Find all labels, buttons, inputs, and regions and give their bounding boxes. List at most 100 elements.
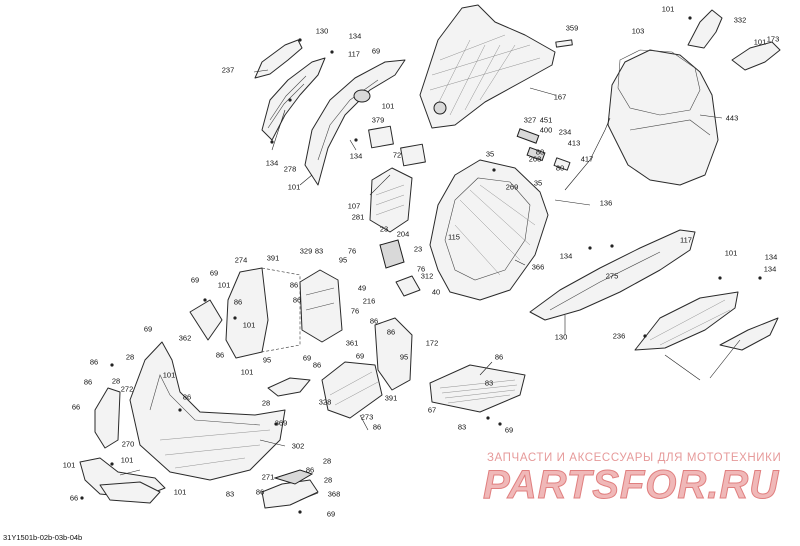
callout-label: 312 xyxy=(420,271,434,281)
callout-label: 86 xyxy=(255,487,265,497)
callout-label: 167 xyxy=(553,92,567,102)
callout-label: 23 xyxy=(413,244,423,254)
callout-label: 101 xyxy=(753,37,767,47)
left-upper-panel-237 xyxy=(254,39,326,141)
rear-top-case-443 xyxy=(607,49,719,186)
callout-label: 269 xyxy=(505,182,519,192)
upper-right-bracket-332 xyxy=(687,9,781,71)
callout-label: 86 xyxy=(372,422,382,432)
callout-label: 134 xyxy=(265,158,279,168)
callout-label: 134 xyxy=(559,251,573,261)
callout-label: 400 xyxy=(539,125,553,135)
callout-label: 134 xyxy=(349,151,363,161)
callout-label: 368 xyxy=(327,489,341,499)
diagram-reference: 31Y1501b-02b-03b-04b xyxy=(3,533,83,542)
mid-lower-panels xyxy=(267,317,413,419)
callout-label: 101 xyxy=(287,182,301,192)
callout-label: 95 xyxy=(399,352,409,362)
callout-label: 80 xyxy=(555,163,565,173)
bottom-trim-302 xyxy=(79,457,166,504)
callout-label: 379 xyxy=(371,115,385,125)
callout-label: 49 xyxy=(357,283,367,293)
callout-label: 28 xyxy=(111,376,121,386)
callout-label: 328 xyxy=(318,397,332,407)
callout-label: 95 xyxy=(262,355,272,365)
callout-label: 281 xyxy=(351,212,365,222)
callout-label: 117 xyxy=(348,49,360,59)
callout-label: 40 xyxy=(431,287,441,297)
callout-label: 69 xyxy=(326,509,336,519)
callout-label: 172 xyxy=(425,338,439,348)
callout-label: 86 xyxy=(233,297,243,307)
callout-label: 69 xyxy=(302,353,312,363)
callout-label: 86 xyxy=(305,465,315,475)
callout-label: 86 xyxy=(312,360,322,370)
callout-label: 69 xyxy=(371,46,381,56)
callout-label: 302 xyxy=(291,441,305,451)
watermark-tagline: ЗАПЧАСТИ И АКСЕССУАРЫ ДЛЯ МОТОТЕХНИКИ xyxy=(487,452,782,464)
callout-label: 361 xyxy=(345,338,359,348)
callout-label: 101 xyxy=(173,487,187,497)
callout-label: 369 xyxy=(274,418,288,428)
callout-label: 204 xyxy=(396,229,410,239)
callout-label: 101 xyxy=(162,370,176,380)
callout-label: 101 xyxy=(240,367,254,377)
right-side-panel-275 xyxy=(529,229,696,321)
callout-label: 272 xyxy=(120,384,134,394)
callout-label: 117 xyxy=(680,235,692,245)
callout-label: 101 xyxy=(62,460,76,470)
callout-label: 76 xyxy=(350,306,360,316)
callout-label: 173 xyxy=(766,34,780,44)
callout-label: 362 xyxy=(178,333,192,343)
callout-label: 107 xyxy=(347,201,361,211)
callout-label: 69 xyxy=(190,275,200,285)
callout-label: 86 xyxy=(369,316,379,326)
watermark-brand: PARTSFOR.RU xyxy=(482,463,780,508)
callout-label: 332 xyxy=(733,15,747,25)
callout-label: 134 xyxy=(763,264,777,274)
callout-label: 136 xyxy=(599,198,613,208)
windshield-167 xyxy=(419,4,573,129)
callout-label: 216 xyxy=(362,296,376,306)
callout-label: 35 xyxy=(485,149,495,159)
callout-label: 237 xyxy=(221,65,235,75)
relay-modules xyxy=(368,125,571,171)
callout-label: 329 xyxy=(299,246,313,256)
callout-label: 236 xyxy=(612,331,626,341)
callout-label: 95 xyxy=(338,255,348,265)
callout-label: 101 xyxy=(217,280,231,290)
callout-label: 451 xyxy=(539,115,553,125)
callout-label: 443 xyxy=(725,113,739,123)
callout-label: 28 xyxy=(125,352,135,362)
callout-label: 134 xyxy=(764,252,778,262)
callout-label: 28 xyxy=(322,456,332,466)
callout-label: 86 xyxy=(182,392,192,402)
callout-label: 66 xyxy=(71,402,81,412)
callout-label: 366 xyxy=(531,262,545,272)
leader-lines xyxy=(119,69,741,501)
callout-label: 83 xyxy=(314,246,324,256)
callout-label: 28 xyxy=(323,475,333,485)
callout-label: 391 xyxy=(266,253,280,263)
callout-label: 80 xyxy=(535,147,545,157)
callout-label: 274 xyxy=(234,255,248,265)
callout-label: 67 xyxy=(427,405,437,415)
callout-label: 273 xyxy=(360,412,374,422)
callout-label: 69 xyxy=(143,324,153,334)
callout-label: 115 xyxy=(448,232,460,242)
right-lower-panel-236 xyxy=(634,291,779,351)
callout-label: 86 xyxy=(292,295,302,305)
callout-label: 101 xyxy=(661,4,675,14)
floor-plate-172 xyxy=(429,364,526,413)
callout-label: 359 xyxy=(565,23,579,33)
left-side-panel-278 xyxy=(304,59,406,186)
callout-label: 76 xyxy=(416,264,426,274)
callout-label: 391 xyxy=(384,393,398,403)
front-fascia-270 xyxy=(94,341,286,481)
callout-label: 72 xyxy=(392,150,402,160)
callout-label: 101 xyxy=(724,248,738,258)
callout-label: 103 xyxy=(631,26,645,36)
callout-label: 234 xyxy=(558,127,572,137)
